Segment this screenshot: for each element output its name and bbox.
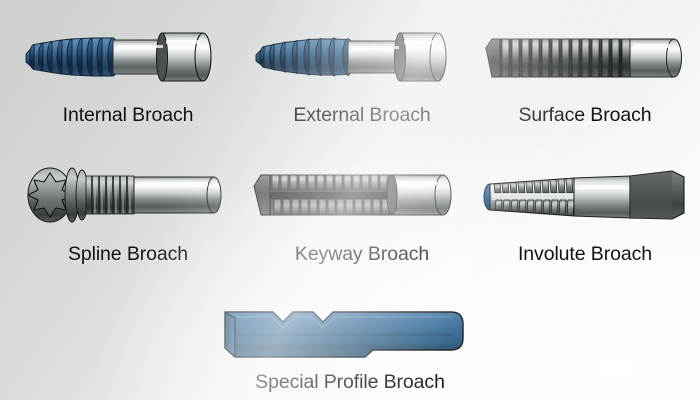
internal-broach-icon	[25, 32, 212, 82]
spline-broach-icon	[27, 167, 222, 223]
item-label: Surface Broach	[518, 104, 652, 126]
keyway-broach-art	[248, 155, 476, 235]
item-label: Spline Broach	[67, 243, 189, 265]
item-label: External Broach	[293, 104, 431, 126]
involute-broach-icon	[483, 170, 685, 220]
item-spline-broach: Spline Broach	[14, 155, 242, 265]
item-involute-broach: Involute Broach	[478, 155, 692, 265]
keyway-broach-icon	[253, 174, 452, 216]
external-broach-icon	[255, 32, 447, 82]
item-internal-broach: Internal Broach	[14, 20, 242, 126]
item-label: Internal Broach	[62, 104, 194, 126]
internal-broach-art	[14, 20, 242, 96]
item-external-broach: External Broach	[248, 20, 476, 126]
surface-broach-art	[478, 20, 692, 96]
item-label: Keyway Broach	[294, 243, 430, 265]
item-surface-broach: Surface Broach	[478, 20, 692, 126]
involute-broach-art	[478, 155, 692, 235]
external-broach-art	[248, 20, 476, 96]
item-keyway-broach: Keyway Broach	[248, 155, 476, 265]
surface-broach-icon	[485, 38, 682, 78]
spline-broach-art	[14, 155, 242, 235]
item-special-profile-broach: Special Profile Broach	[205, 300, 495, 393]
special-profile-broach-art	[205, 300, 495, 362]
item-label: Involute Broach	[517, 243, 652, 265]
special-profile-broach-icon	[224, 311, 464, 358]
item-label: Special Profile Broach	[255, 371, 445, 393]
